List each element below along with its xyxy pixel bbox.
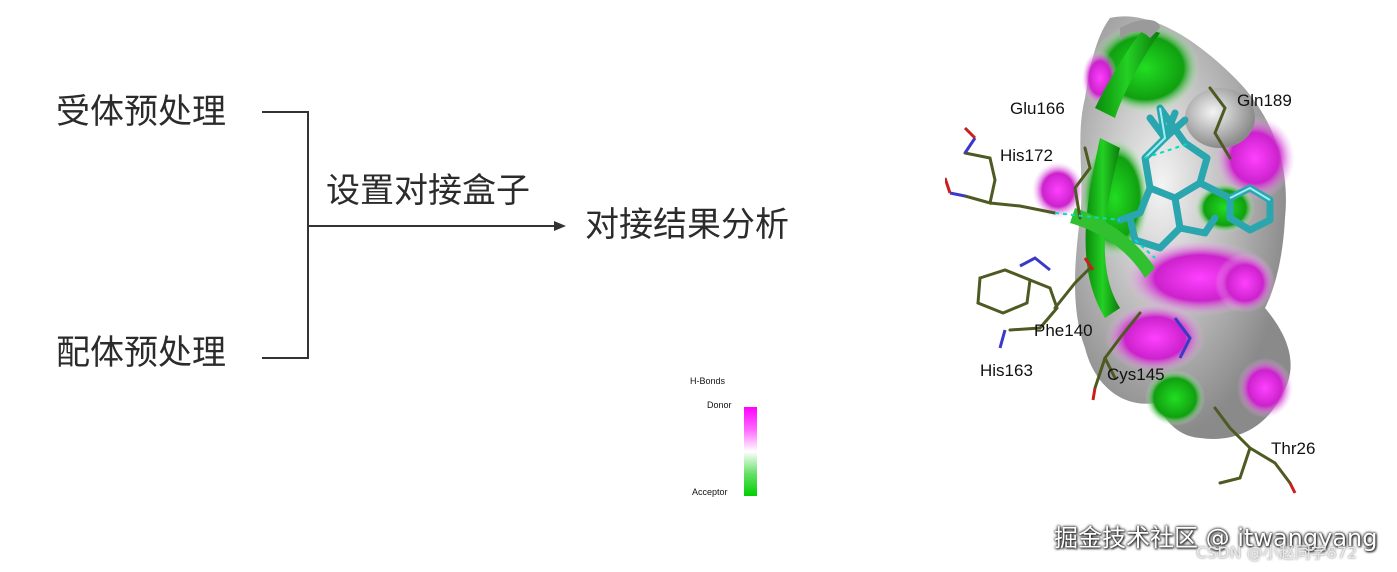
hbond-dashes (1054, 142, 1191, 259)
residue-label-his172: His172 (1000, 146, 1053, 165)
residue-label-phe140: Phe140 (1034, 321, 1093, 340)
receptor-preprocessing-label: 受体预处理 (56, 92, 226, 132)
residue-sticks (963, 86, 1292, 485)
docking-analysis-label: 对接结果分析 (585, 205, 789, 245)
legend-donor-label: Donor (707, 400, 732, 410)
watermark-primary: 掘金技术社区 @ itwangyang (1054, 524, 1378, 552)
h-bond-donor-blob (1032, 162, 1084, 218)
residue-label-glu166: Glu166 (1010, 99, 1065, 118)
ligand-highlights (1144, 107, 1271, 201)
residue-label-his163: His163 (980, 361, 1033, 380)
docking-pose-image (945, 16, 1297, 494)
main-arrow-head (554, 221, 566, 231)
ligand-preprocessing-label: 配体预处理 (56, 333, 226, 373)
grid-box-label: 设置对接盒子 (326, 171, 530, 211)
legend-color-bar (744, 407, 757, 496)
residue-label-gln189: Gln189 (1237, 91, 1292, 110)
red-oxygens (945, 126, 1297, 494)
blue-heteroatoms (949, 137, 1192, 359)
watermark-secondary: CSDN @小赵同学872 (1196, 543, 1358, 562)
residue-label-cys145: Cys145 (1107, 365, 1165, 384)
ribbon-helix (1070, 19, 1160, 318)
legend-acceptor-label: Acceptor (692, 487, 728, 497)
legend-title: H-Bonds (690, 376, 726, 386)
residue-label-thr26: Thr26 (1271, 439, 1316, 458)
